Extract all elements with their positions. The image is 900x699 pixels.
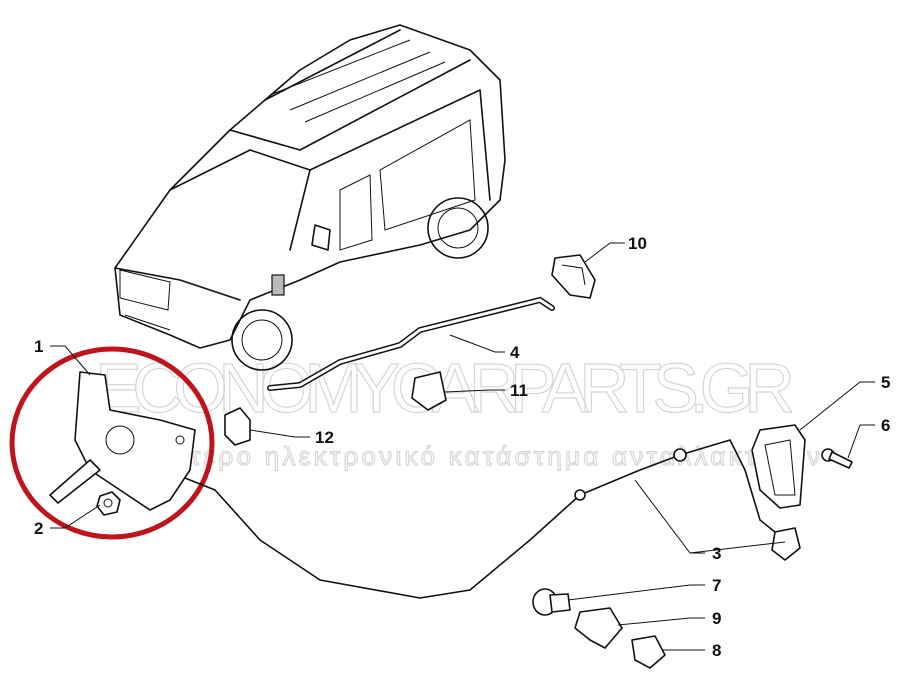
- watermark: ECONOMYCARPARTS.GR τερο ηλεκτρονικό κατά…: [94, 348, 820, 471]
- callout-labels: 1 2 3 4 5 6 7 8 9 10 11 12: [34, 234, 890, 660]
- part-11-clip[interactable]: [411, 371, 447, 411]
- leader-lines: [50, 242, 875, 651]
- part-8-clip[interactable]: [631, 635, 666, 669]
- watermark-brand: ECONOMYCARPARTS.GR: [95, 349, 795, 427]
- callout-3: 3: [712, 544, 721, 563]
- part-3-release-cable[interactable]: [184, 439, 801, 599]
- part-4-rod[interactable]: [267, 296, 555, 391]
- part-2-nut[interactable]: [96, 491, 121, 516]
- callout-6: 6: [881, 416, 890, 435]
- callout-9: 9: [712, 609, 721, 628]
- callout-1: 1: [34, 337, 43, 356]
- callout-4: 4: [510, 343, 520, 362]
- part-9-bracket[interactable]: [574, 607, 623, 649]
- part-12-bump-stop[interactable]: [224, 407, 251, 446]
- part-6-bolt[interactable]: [821, 448, 853, 469]
- callout-12: 12: [315, 428, 334, 447]
- part-10-handle[interactable]: [551, 254, 596, 299]
- callout-2: 2: [34, 519, 43, 538]
- vehicle-illustration: [114, 24, 506, 371]
- callout-5: 5: [881, 373, 890, 392]
- part-5-release-handle[interactable]: [751, 424, 806, 509]
- callout-8: 8: [712, 641, 721, 660]
- callout-10: 10: [628, 234, 647, 253]
- callout-7: 7: [712, 576, 721, 595]
- highlight-ring: [9, 346, 215, 540]
- part-1-hood-latch[interactable]: [49, 371, 196, 511]
- watermark-tagline: τερο ηλεκτρονικό κατάστημα ανταλλακτικών: [190, 441, 820, 471]
- callout-11: 11: [510, 381, 528, 400]
- part-7-grommet[interactable]: [532, 588, 571, 616]
